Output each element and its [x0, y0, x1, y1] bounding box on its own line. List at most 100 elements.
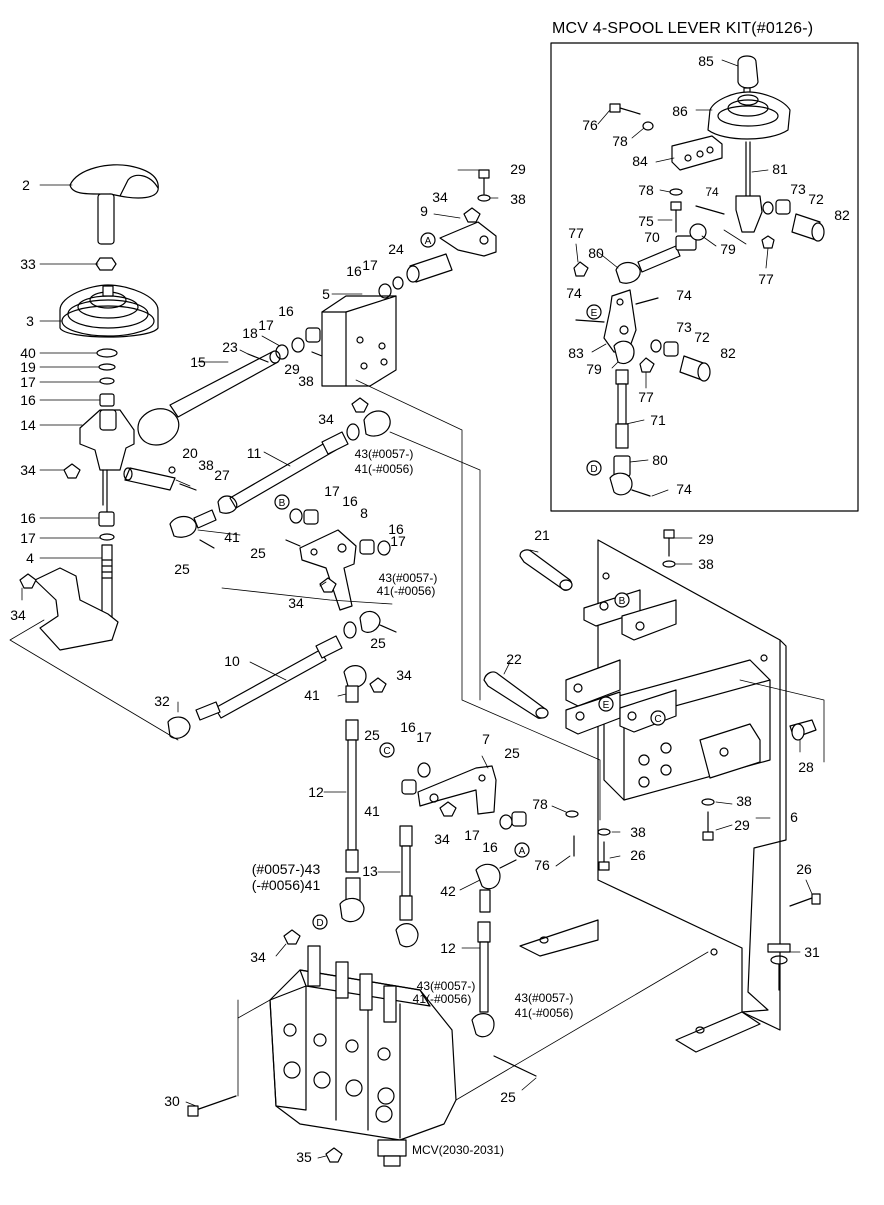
callout-75: 75: [638, 213, 654, 229]
callout-16: 16: [342, 493, 358, 509]
marker-E2: E: [598, 696, 614, 712]
marker-C2: C: [650, 710, 666, 726]
lever-9: [439, 207, 497, 257]
callout-25: 25: [174, 561, 190, 577]
bush-16: [99, 393, 115, 407]
svg-text:D: D: [590, 464, 597, 475]
callout-17: 17: [20, 530, 36, 546]
ring-40: [96, 348, 118, 358]
arm-8: [285, 508, 391, 611]
marker-D1: D: [312, 914, 328, 930]
block-5: [321, 295, 397, 387]
callout-29: 29: [734, 817, 750, 833]
callout-26: 26: [630, 847, 646, 863]
leader-lines: [21, 59, 813, 1159]
callout-76: 76: [534, 857, 550, 873]
callout-26: 26: [796, 861, 812, 877]
callout-76: 76: [582, 117, 598, 133]
callout-34: 34: [396, 667, 412, 683]
callout-41: (-#0056)41: [252, 877, 321, 893]
svg-text:C: C: [383, 746, 390, 757]
kit-bracket-84: [609, 103, 723, 171]
marker-A2: A: [514, 842, 530, 858]
svg-text:B: B: [619, 596, 626, 607]
callout-74: 74: [676, 481, 692, 497]
callout-16: 16: [400, 719, 416, 735]
callout-33: 33: [20, 256, 36, 272]
callout-82: 82: [720, 345, 736, 361]
callout-74: 74: [676, 287, 692, 303]
callout-70: 70: [644, 229, 660, 245]
svg-text:A: A: [519, 846, 526, 857]
callout-17: 17: [324, 483, 340, 499]
link-20: [123, 466, 197, 491]
callout-41: 41(-#0056): [377, 584, 436, 598]
callout-82: 82: [834, 207, 850, 223]
mount-bracket: [603, 659, 771, 801]
kit-arm-83: [575, 289, 711, 382]
callout-78: 78: [612, 133, 628, 149]
callout-42: 42: [440, 883, 456, 899]
callout-21: 21: [534, 527, 550, 543]
marker-A1: A: [420, 232, 436, 248]
svg-text:C: C: [654, 714, 661, 725]
callout-20: 20: [182, 445, 198, 461]
callout-41: 41(-#0056): [413, 992, 472, 1006]
callout-79: 79: [720, 241, 736, 257]
svg-text:B: B: [279, 498, 286, 509]
svg-text:E: E: [603, 700, 610, 711]
rod-end-41-mid: [343, 665, 387, 703]
rod-end-41: [169, 509, 217, 549]
callout-83: 83: [568, 345, 584, 361]
callout-34: 34: [10, 607, 26, 623]
boot-3: [59, 284, 159, 338]
callout-16: 16: [388, 521, 404, 537]
callout-34: 34: [288, 595, 304, 611]
threaded-rod-12-right: [471, 921, 537, 1077]
callout-41: 41: [304, 687, 320, 703]
callout-17: 17: [20, 374, 36, 390]
callout-81: 81: [772, 161, 788, 177]
callout-29: 29: [510, 161, 526, 177]
connector-lines: [9, 379, 825, 1101]
rod-end-42: [475, 859, 517, 913]
callout-15: 15: [190, 354, 206, 370]
callout-22: 22: [506, 651, 522, 667]
callout-19: 19: [20, 359, 36, 375]
callout-84: 84: [632, 153, 648, 169]
callout-3: 3: [26, 313, 34, 329]
callout-12: 12: [440, 940, 456, 956]
callout-38: 38: [698, 556, 714, 572]
callout-85: 85: [698, 53, 714, 69]
knob-2: [69, 164, 159, 245]
callout-24: 24: [388, 241, 404, 257]
callout-41: 41: [224, 529, 240, 545]
washer-stack-18-17-16: [275, 327, 321, 360]
callout-11: 11: [247, 445, 262, 461]
callout-79: 79: [586, 361, 602, 377]
callout-72: 72: [694, 329, 710, 345]
kit-knob-85: [737, 55, 759, 97]
kit-rod-71: [609, 340, 655, 497]
rod-11: [217, 397, 391, 514]
callout-25: 25: [370, 635, 386, 651]
rod-4: [101, 544, 113, 626]
pin-23: [247, 353, 269, 363]
callout-12: 12: [308, 784, 324, 800]
callout-16: 16: [482, 839, 498, 855]
callout-73: 73: [790, 181, 806, 197]
callout-9: 9: [420, 203, 428, 219]
ring-17-lower: [99, 533, 115, 541]
callout-5: 5: [322, 286, 330, 302]
callout-17: 17: [258, 317, 274, 333]
callout-17: 17: [390, 533, 406, 549]
callout-34: 34: [318, 411, 334, 427]
callout-38: 38: [630, 824, 646, 840]
callout-73: 73: [676, 319, 692, 335]
lever-7: [401, 762, 527, 830]
callout-41: 41: [364, 803, 380, 819]
callout-10: 10: [224, 653, 240, 669]
bush-16-lower: [98, 511, 115, 527]
